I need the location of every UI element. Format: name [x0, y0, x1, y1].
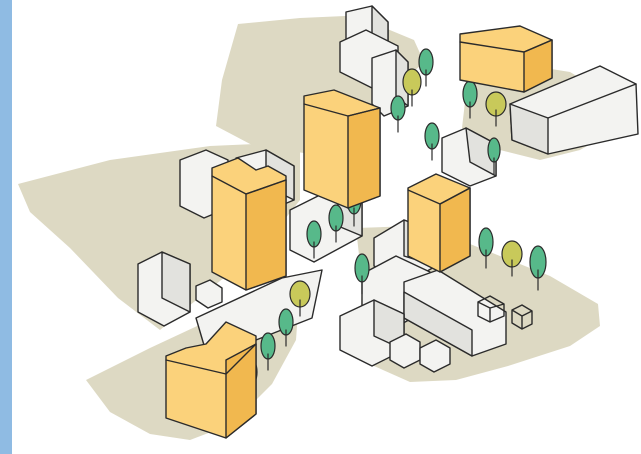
tree	[425, 123, 439, 160]
left-accent-strip	[0, 0, 12, 454]
building-east-small-a	[390, 334, 420, 368]
tower-west-right-face	[246, 180, 286, 290]
building-far-west-small	[196, 280, 222, 308]
tower-center-right-face	[348, 108, 380, 208]
tree	[391, 96, 405, 132]
